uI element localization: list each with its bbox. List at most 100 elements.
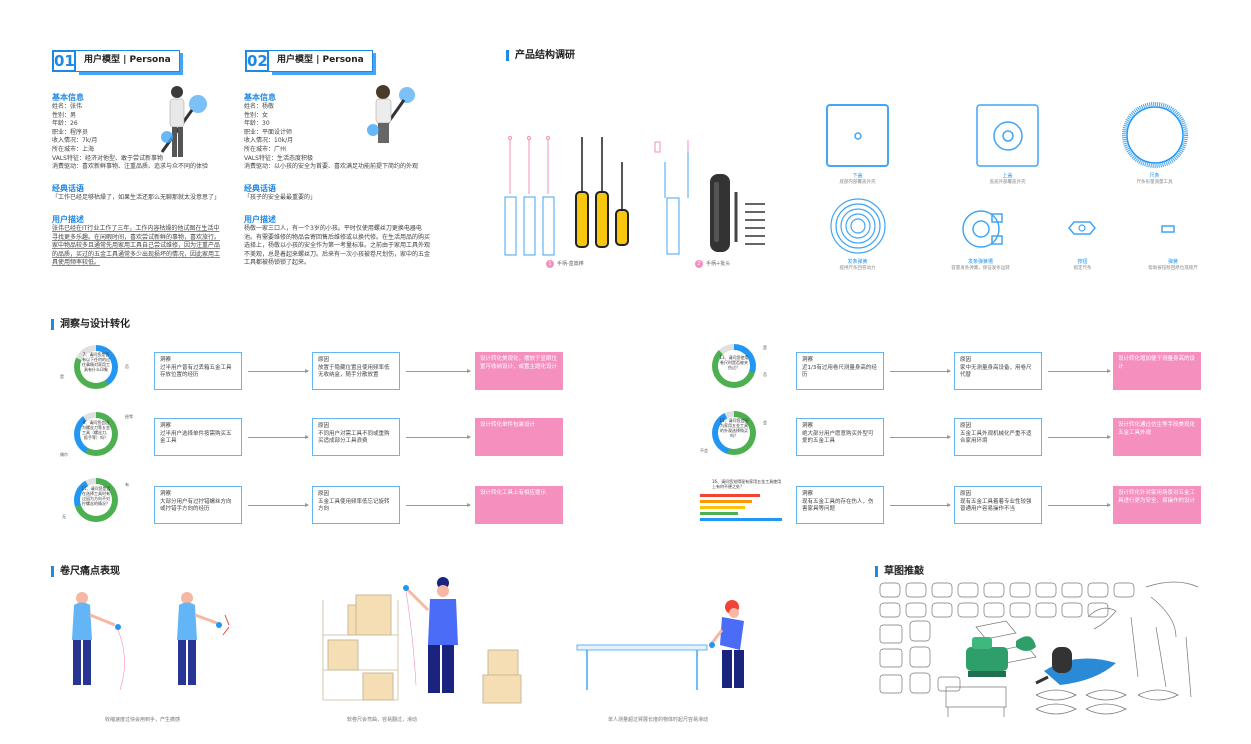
basic-line: 性别：男: [52, 111, 77, 119]
design-box: 设计转化通过仿生等手段美观化五金工具外观: [1113, 418, 1201, 456]
box-text: 过半用户曾有过丢箱五金工具存放位置的经历: [160, 364, 232, 379]
arrow-connector: [890, 369, 951, 373]
box-text: 五金工具外观机械化严重不适合家用环境: [960, 430, 1032, 445]
persona-2-title: 用户模型 | Persona: [269, 50, 373, 72]
donut-label: 会: [763, 420, 767, 425]
basic-line: 消费驱动：以小孩的安全为首要、喜欢满足功能前提下简约的外观: [244, 163, 419, 171]
reason-box: 原因五金工具外观机械化严重不适合家用环境: [954, 418, 1042, 456]
pain-section-title: 卷尺痛点表现: [51, 566, 120, 577]
box-text: 现有五金工具的存在伤人，伤害家具等问题: [802, 498, 874, 513]
basic-line: 姓名：张伟: [52, 103, 83, 110]
survey-question: 9、请问您会因为螺丝刀等五金工具（螺丝刀、扳手等）吗？: [82, 420, 110, 440]
design-box: 设计转化针对家用场景对五金工具进行更为安全、易操作的设计: [1113, 486, 1201, 524]
persona-2-desc-title: 用户描述: [244, 215, 276, 224]
arrow-connector: [406, 435, 471, 439]
reason-box: 原因现有五金工具着着专业性较强普通用户容易操作不当: [954, 486, 1042, 524]
insight-box: 洞察过半用户曾有过丢箱五金工具存放位置的经历: [154, 352, 242, 390]
box-label: 原因: [960, 423, 972, 429]
basic-line: 年龄：26: [52, 120, 78, 128]
survey-question: 13、请问您使用卷尺时是否被夹伤过？: [719, 355, 749, 370]
persona-1-basic-info: 姓名：张伟 性别：男 年龄：26 职业：程序员 收入情况：7k/月 所在城市：上…: [52, 103, 208, 172]
box-text: 绝大部分用户愿意购买外型可爱的五金工具: [802, 430, 874, 445]
design-box: 设计转化工具上有相应提示: [475, 486, 563, 524]
part-caption: 尺条尺条形量测量工具: [1112, 172, 1197, 185]
part-desc: 容量发条弹簧，保证发条运转: [951, 266, 1010, 271]
arrow-connector: [890, 435, 951, 439]
part-name: 上盖: [1002, 173, 1013, 179]
survey-bar-chart: [700, 494, 782, 521]
part-desc: 尺条形量测量工具: [1136, 180, 1173, 185]
box-text: 放置于隐藏位置且使用频率低无收纳盒，随手分散放置: [318, 364, 390, 379]
insight-box: 洞察近1/3有过用卷尺测量身高的经历: [796, 352, 884, 390]
design-box: 设计转化单件包装设计: [475, 418, 563, 456]
basic-line: 收入情况：7k/月: [52, 137, 98, 145]
reason-box: 原因放置于隐藏位置且使用频率低无收纳盒，随手分散放置: [312, 352, 400, 390]
box-text: 不同用户对需工具不同或重购买适成部分工具浪费: [318, 430, 390, 445]
donut-label: 否: [763, 372, 767, 377]
persona-2-photo: [367, 85, 415, 143]
basic-line: 收入情况：10k/月: [244, 137, 294, 145]
donut-label: 无: [62, 514, 66, 519]
persona-1-title: 用户模型 | Persona: [76, 50, 180, 72]
sketch-section-title: 草图推敲: [875, 566, 924, 577]
part-name: 弹簧: [1167, 259, 1178, 265]
box-label: 洞察: [160, 491, 172, 497]
part-name: 按钮: [1077, 259, 1088, 265]
part-caption: 下盖底部内部覆盖外壳: [815, 172, 900, 185]
box-label: 原因: [318, 491, 330, 497]
box-label: 设计转化: [480, 422, 503, 428]
persona-1-basic-title: 基本信息: [52, 93, 84, 102]
insight-box: 洞察过半用户选择单件按需购买五金工具: [154, 418, 242, 456]
donut-label: 否: [125, 364, 129, 369]
basic-line: 姓名：杨敬: [244, 103, 275, 110]
box-label: 设计转化: [480, 490, 503, 496]
caption-number: 1: [546, 260, 554, 268]
insight-box: 洞察现有五金工具的存在伤人，伤害家具等问题: [796, 486, 884, 524]
box-label: 洞察: [160, 357, 172, 363]
survey-donut-chart: [74, 345, 118, 389]
donut-label: 偶尔: [60, 452, 68, 457]
part-name: 发条弹簧: [847, 259, 868, 265]
box-text: 现有五金工具着着专业性较强普通用户容易操作不当: [960, 498, 1032, 513]
design-box: 设计转化美观化，摆放于显眼位置可收纳设计，或置主题化设计: [475, 352, 563, 390]
persona-1-header: 01 用户模型 | Persona: [52, 50, 180, 72]
part-top-cover-icon: [976, 104, 1039, 167]
box-text: 通过仿生等手段美观化五金工具外观: [1118, 422, 1196, 436]
box-text: 美观化，摆放于显眼位置可收纳设计，或置主题化设计: [480, 356, 558, 370]
part-tape-ring-icon: [1122, 102, 1188, 168]
box-text: 五金工具使用频率低忘记旋转方向: [318, 498, 390, 513]
persona-2-number: 02: [245, 50, 269, 72]
persona-1-desc-title: 用户描述: [52, 215, 84, 224]
part-desc: 底部内部覆盖外壳: [839, 180, 876, 185]
insight-box: 洞察绝大部分用户愿意购买外型可爱的五金工具: [796, 418, 884, 456]
box-label: 设计转化: [480, 356, 503, 362]
part-caption: 发条弹簧槽容量发条弹簧，保证发条运转: [938, 258, 1023, 271]
part-name: 发条弹簧槽: [967, 259, 993, 265]
persona-2-quote: 「孩子的安全最最重要的」: [244, 194, 317, 201]
insight-section-title: 洞察与设计转化: [51, 319, 130, 330]
survey-question: 7、请问您是否有以下任何的过往事情对家用工具有什么印象: [82, 352, 110, 372]
box-text: 大部分用户有过拧错螺丝方向或拧错手方向的经历: [160, 498, 232, 513]
pain-illustration-3: [576, 600, 744, 690]
part-caption: 上盖盖盖外部覆盖外壳: [965, 172, 1050, 185]
part-desc: 锁定尺条: [1073, 266, 1092, 271]
part-spring-coil-icon: [830, 198, 886, 254]
box-text: 增加便于测量身高的设计: [1118, 356, 1196, 370]
arrow-connector: [1048, 369, 1111, 373]
product-section-title: 产品结构调研: [506, 50, 575, 61]
pain-illustration-2: [322, 577, 522, 704]
basic-line: 所在城市：上海: [52, 145, 95, 153]
part-name: 尺条: [1149, 173, 1160, 179]
basic-line: VALS特征：生活态度积极: [244, 154, 313, 162]
box-label: 洞察: [802, 423, 814, 429]
box-label: 原因: [318, 357, 330, 363]
part-desc: 盖盖外部覆盖外壳: [989, 180, 1026, 185]
basic-line: 年龄：30: [244, 120, 270, 128]
arrow-connector: [406, 369, 471, 373]
basic-line: VALS特征：经济对他型、敢于尝试新事物: [52, 154, 163, 162]
box-text: 过半用户选择单件按需购买五金工具: [160, 430, 232, 445]
part-caption: 按钮锁定尺条: [1040, 258, 1125, 271]
part-caption: 发条弹簧提供尺条回卷动力: [815, 258, 900, 271]
